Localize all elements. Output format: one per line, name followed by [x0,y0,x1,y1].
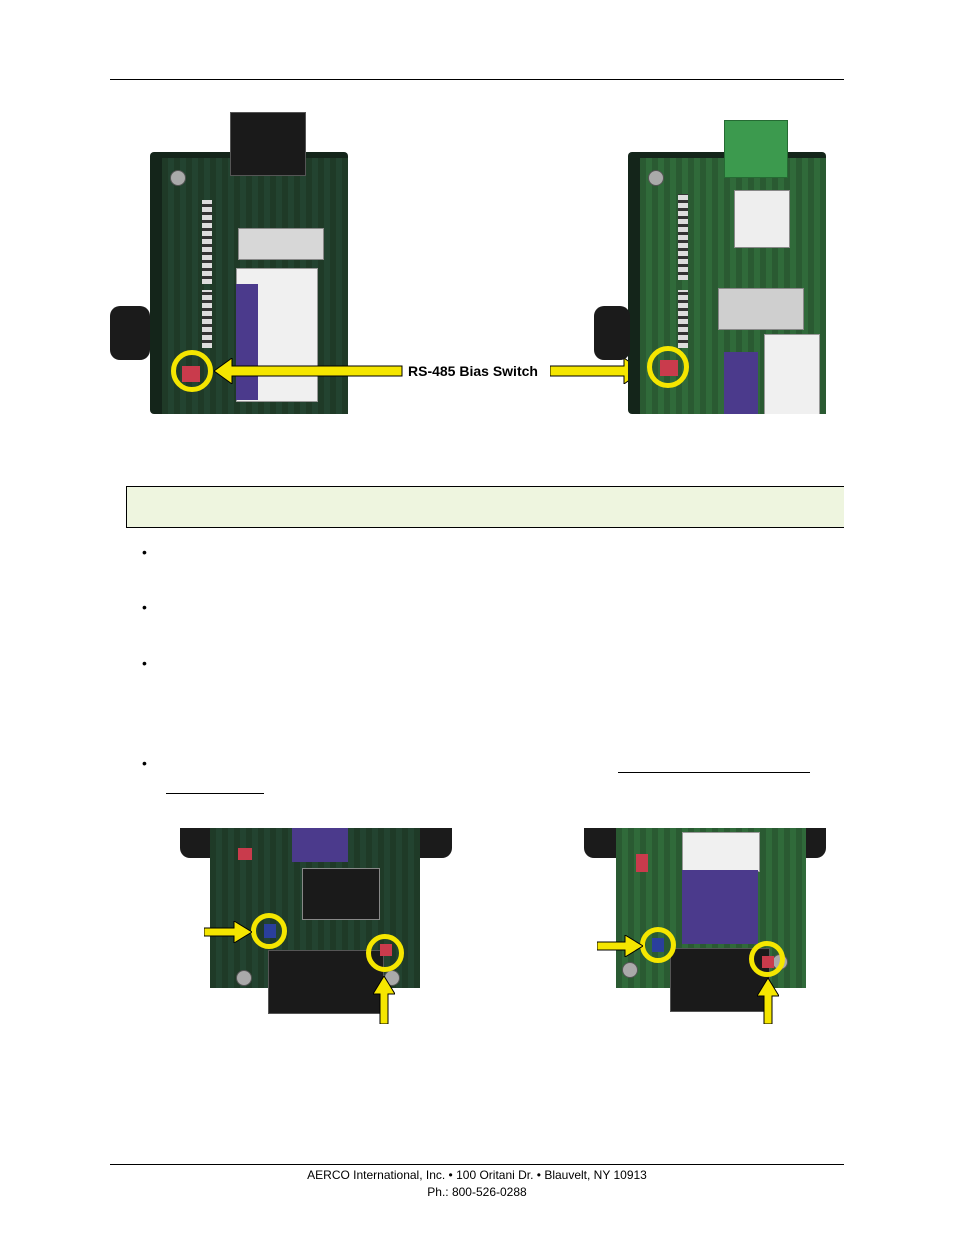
footer-phone: Ph.: 800-526-0288 [427,1185,527,1199]
footer-rule [110,1164,844,1165]
bullet-4: • [142,755,147,771]
board-photo-top-right [594,112,826,414]
board-photo-bottom-right [584,828,826,1018]
bottom-left-blue-switch-highlight [251,913,287,949]
arrow-up-pointing-bl [373,976,395,1024]
link-underline-2 [166,793,264,794]
bullet-2: • [142,599,147,615]
rs485-bias-switch-label: RS-485 Bias Switch [408,363,538,379]
board-photo-top-left [110,112,348,414]
link-underline-1 [618,772,810,773]
arrow-right-pointing-br [597,935,643,957]
bottom-left-red-switch-highlight [366,934,404,972]
bullet-1: • [142,544,147,560]
header-rule [110,79,844,80]
footer-address: AERCO International, Inc. • 100 Oritani … [307,1168,647,1182]
bias-switch-highlight-right [647,346,689,388]
bottom-right-blue-switch-highlight [640,927,676,963]
bottom-right-red-switch-highlight [749,941,785,977]
arrow-right-pointing-bl [204,921,252,943]
callout-arrow-left [214,358,403,384]
note-box [126,486,844,528]
bullet-3: • [142,655,147,671]
bias-switch-highlight-left [171,350,213,392]
arrow-up-pointing-br [757,978,779,1024]
